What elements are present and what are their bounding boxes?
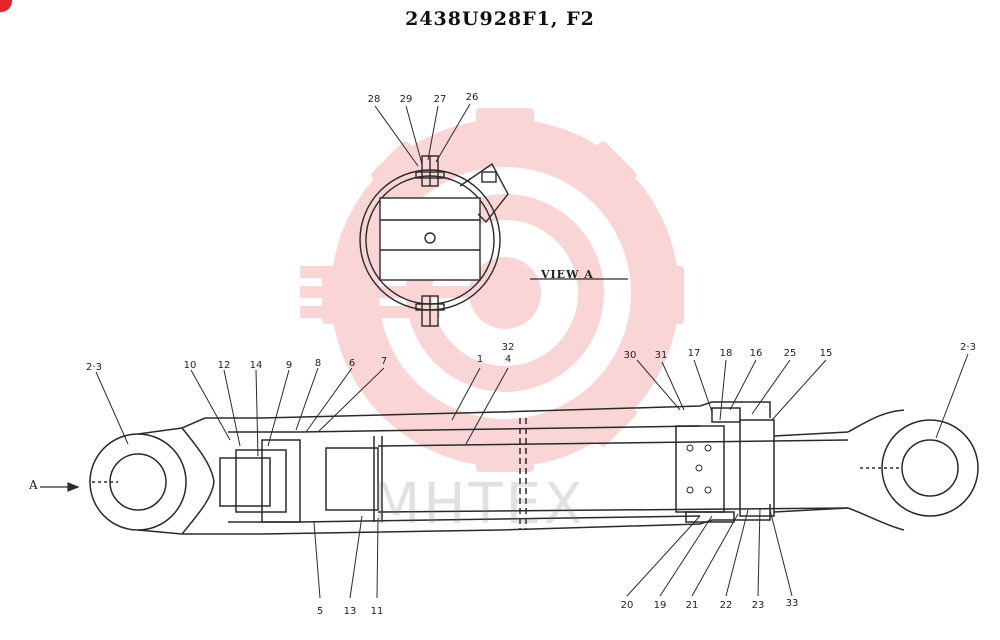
cylinder-body bbox=[89, 401, 979, 535]
view-a-label: VIEW A bbox=[541, 268, 594, 281]
callout-label: 28 bbox=[368, 94, 381, 105]
callout-label: 1 bbox=[477, 354, 483, 365]
callout-label: 9 bbox=[286, 360, 292, 371]
view-a-section bbox=[359, 155, 509, 327]
gear-icon bbox=[300, 108, 684, 472]
callout-label: 8 bbox=[315, 358, 321, 369]
callout-label: 16 bbox=[750, 348, 763, 359]
callout-label: 20 bbox=[621, 600, 634, 611]
callout-label: 30 bbox=[624, 350, 637, 361]
view-arrow-label: A bbox=[29, 478, 38, 492]
callout-label: 18 bbox=[720, 348, 733, 359]
callout-label: 31 bbox=[655, 350, 668, 361]
view-a-arrow bbox=[40, 482, 80, 492]
leader-lines bbox=[95, 103, 969, 599]
callout-label: 27 bbox=[434, 94, 447, 105]
callout-label: 2·3 bbox=[86, 362, 102, 373]
callout-label: 33 bbox=[786, 598, 799, 609]
callout-label: 26 bbox=[466, 92, 479, 103]
callout-label: 4 bbox=[505, 354, 511, 365]
callout-label: 19 bbox=[654, 600, 667, 611]
callout-label: 25 bbox=[784, 348, 797, 359]
callout-label: 5 bbox=[317, 606, 323, 617]
callout-label: 22 bbox=[720, 600, 733, 611]
callout-labels: 28 29 27 26 2·3 10 12 14 9 8 6 7 1 324 30 31 17 18 16 25 15 2… bbox=[86, 92, 976, 617]
callout-label: 11 bbox=[371, 606, 384, 617]
callout-label: 12 bbox=[218, 360, 231, 371]
callout-label: 7 bbox=[381, 356, 387, 367]
gland-bolts bbox=[686, 444, 712, 494]
callout-label: 14 bbox=[250, 360, 263, 371]
watermark-text: MHTEX bbox=[372, 472, 586, 537]
callout-label: 21 bbox=[686, 600, 699, 611]
callout-label: 10 bbox=[184, 360, 197, 371]
callout-label: 6 bbox=[349, 358, 355, 369]
callout-label: 15 bbox=[820, 348, 833, 359]
callout-label: 17 bbox=[688, 348, 701, 359]
callout-label: 29 bbox=[400, 94, 413, 105]
callout-label: 23 bbox=[752, 600, 765, 611]
drawing-title: 2438U928F1, F2 bbox=[405, 8, 595, 30]
callout-label: 32 bbox=[502, 342, 515, 353]
callout-label: 13 bbox=[344, 606, 357, 617]
callout-label: 2·3 bbox=[960, 342, 976, 353]
